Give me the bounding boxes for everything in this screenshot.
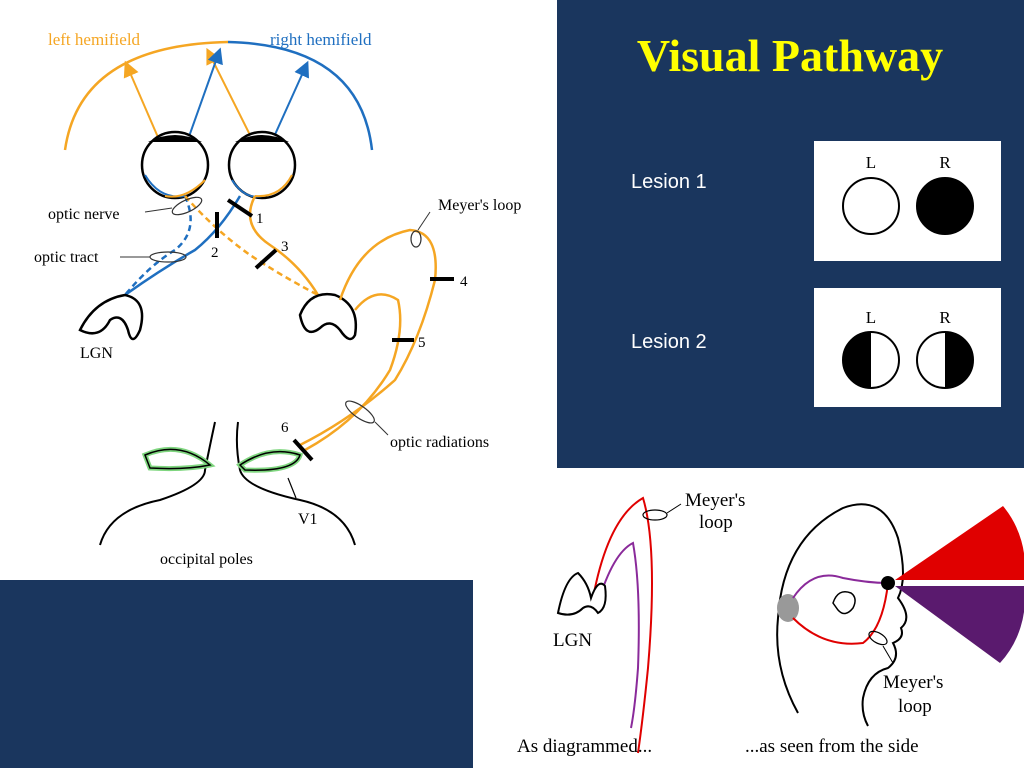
- lesion-2-visual-fields: L R: [814, 288, 1001, 407]
- lesion-1-label: Lesion 1: [631, 171, 707, 193]
- left-optic-tract-blue: [124, 195, 192, 296]
- lesion-marker-5: 5: [418, 335, 426, 351]
- right-v1-highlight: [236, 449, 304, 473]
- right-eye: [227, 130, 297, 200]
- left-eye-letter: L: [866, 308, 876, 327]
- lgn-label-side: LGN: [553, 630, 592, 651]
- caption-as-diagrammed: As diagrammed...: [517, 736, 652, 757]
- left-eye-lens: [148, 135, 202, 142]
- meyers-loop-label-top-line1: Meyer's: [685, 490, 745, 511]
- lesion-marker-2: 2: [211, 245, 219, 261]
- optic-nerve-marker: [171, 196, 203, 216]
- meyers-loop-pathway: [299, 228, 437, 447]
- eye-point: [881, 576, 895, 590]
- head-profile: [776, 503, 908, 727]
- meyers-loop-label: Meyer's loop: [438, 197, 521, 214]
- lesion-marker-3: 3: [281, 239, 289, 255]
- right-occipital-pole: [235, 421, 356, 546]
- optic-radiations-marker: [345, 400, 375, 424]
- meyers-loop-side-diagram: Meyer's loop LGN As diagrammed... Meyer'…: [473, 468, 1024, 768]
- lesion-2-label: Lesion 2: [631, 331, 707, 353]
- optic-radiation-pathway: [304, 293, 402, 452]
- left-eye-letter: L: [866, 153, 876, 172]
- crossing-fibers-blue: [124, 195, 242, 297]
- optic-nerve-label: optic nerve: [48, 206, 120, 223]
- right-eye-letter: R: [939, 153, 951, 172]
- caption-seen-from-side: ...as seen from the side: [745, 736, 919, 757]
- right-lgn: [298, 292, 358, 341]
- upper-visual-field-wedge: [895, 506, 1024, 580]
- left-hemifield-label: left hemifield: [48, 30, 141, 49]
- lesion-marker-6: 6: [281, 420, 289, 436]
- optic-radiations-label: optic radiations: [390, 434, 489, 451]
- crossing-fibers-orange: [184, 195, 319, 297]
- lesion-marker-1: 1: [256, 211, 264, 227]
- right-hemifield-label: right hemifield: [270, 30, 372, 49]
- lesion-1-visual-fields: L R: [814, 141, 1001, 261]
- meyers-loop-label-top-line2: loop: [699, 512, 733, 533]
- lgn-shape: [556, 571, 607, 616]
- meyers-loop-label-bottom-line1: Meyer's: [883, 672, 943, 693]
- left-occipital-pole: [99, 421, 216, 546]
- left-hemifield-arc: [63, 40, 229, 151]
- occipital-cortex-spot: [777, 594, 799, 622]
- lgn-in-head: [832, 591, 856, 615]
- meyers-loop-label-bottom-line2: loop: [898, 696, 932, 717]
- slide-title: Visual Pathway: [636, 30, 944, 81]
- lesion-marker-4: 4: [460, 274, 468, 290]
- right-eye-blind-half: [945, 332, 973, 388]
- optic-tract-label: optic tract: [34, 249, 99, 266]
- optic-radiation-purple-fiber: [597, 541, 640, 729]
- visual-pathway-diagram: left hemifield right hemifield optic ne: [0, 0, 557, 580]
- right-eye-lens: [235, 135, 289, 142]
- v1-label: V1: [298, 511, 318, 528]
- meyers-loop-marker: [410, 230, 422, 248]
- left-lgn: [78, 293, 144, 341]
- lower-visual-field-wedge: [895, 586, 1024, 663]
- purple-pathway-side: [792, 574, 889, 599]
- occipital-poles-label: occipital poles: [160, 551, 253, 568]
- right-hemifield-arc: [227, 40, 374, 151]
- left-eye-blind-half: [843, 332, 871, 388]
- left-eye: [140, 130, 210, 200]
- right-eye-field: [916, 177, 974, 235]
- right-eye-letter: R: [939, 308, 951, 327]
- left-eye-field: [842, 177, 900, 235]
- meyers-loop-red-fiber: [592, 496, 653, 754]
- lgn-label: LGN: [80, 345, 113, 362]
- red-pathway-side: [792, 582, 889, 645]
